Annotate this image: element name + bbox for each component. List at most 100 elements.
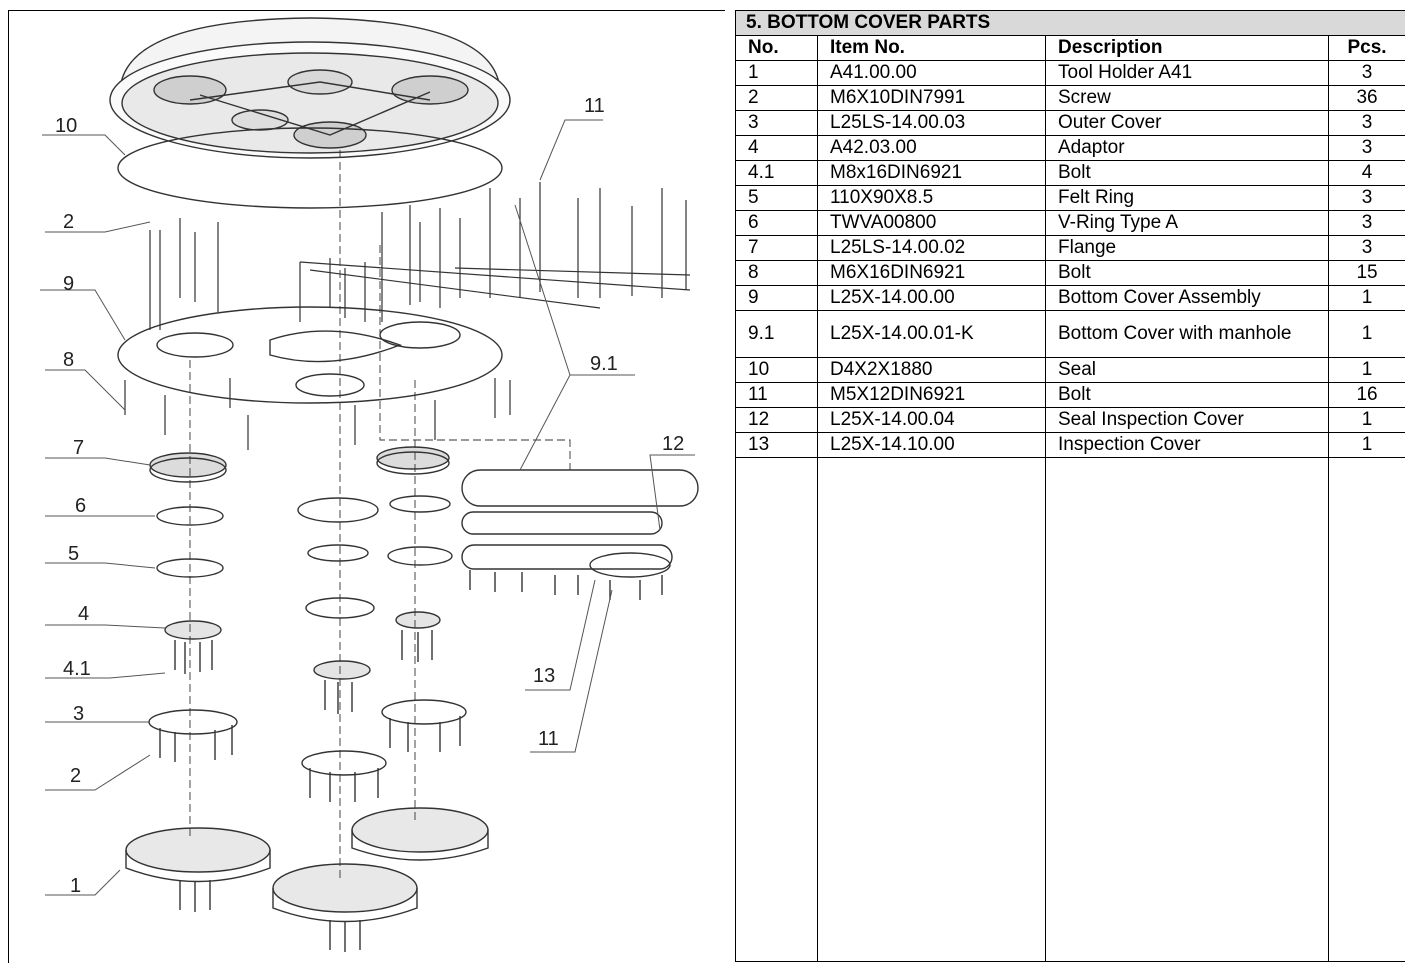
cell-item-no: A41.00.00 bbox=[818, 61, 1046, 86]
callout-3: 3 bbox=[73, 703, 84, 725]
empty-cell bbox=[1046, 458, 1329, 962]
callout-13: 13 bbox=[533, 665, 555, 687]
cell-pcs: 1 bbox=[1329, 433, 1405, 458]
table-row: 12 L25X-14.00.04 Seal Inspection Cover 1 bbox=[736, 408, 1405, 433]
callout-5: 5 bbox=[68, 543, 79, 565]
cell-pcs: 1 bbox=[1329, 358, 1405, 383]
header-description: Description bbox=[1046, 36, 1329, 61]
table-empty-row bbox=[736, 458, 1405, 962]
cell-pcs: 3 bbox=[1329, 236, 1405, 261]
right-stack bbox=[352, 447, 488, 860]
table-row: 11 M5X12DIN6921 Bolt 16 bbox=[736, 383, 1405, 408]
cell-no: 9.1 bbox=[736, 311, 818, 358]
cell-description: Seal Inspection Cover bbox=[1046, 408, 1329, 433]
table-row: 7 L25LS-14.00.02 Flange 3 bbox=[736, 236, 1405, 261]
cell-pcs: 16 bbox=[1329, 383, 1405, 408]
table-row: 8 M6X16DIN6921 Bolt 15 bbox=[736, 261, 1405, 286]
cell-description: Bolt bbox=[1046, 161, 1329, 186]
cell-description: Flange bbox=[1046, 236, 1329, 261]
cell-item-no: M8x16DIN6921 bbox=[818, 161, 1046, 186]
table-row: 2 M6X10DIN7991 Screw 36 bbox=[736, 86, 1405, 111]
cell-item-no: M6X16DIN6921 bbox=[818, 261, 1046, 286]
cell-item-no: D4X2X1880 bbox=[818, 358, 1046, 383]
cell-item-no: L25LS-14.00.02 bbox=[818, 236, 1046, 261]
callout-12: 12 bbox=[662, 433, 684, 455]
callout-1: 1 bbox=[70, 875, 81, 897]
cell-item-no: 110X90X8.5 bbox=[818, 186, 1046, 211]
callout-8: 8 bbox=[63, 349, 74, 371]
table-title: 5. BOTTOM COVER PARTS bbox=[736, 11, 1405, 36]
top-housing bbox=[110, 18, 510, 158]
callout-4-1: 4.1 bbox=[63, 658, 91, 680]
cell-no: 6 bbox=[736, 211, 818, 236]
callout-11-lower: 11 bbox=[538, 728, 559, 750]
cell-description: Bolt bbox=[1046, 383, 1329, 408]
left-stack bbox=[126, 453, 270, 912]
cell-no: 1 bbox=[736, 61, 818, 86]
empty-cell bbox=[736, 458, 818, 962]
cell-description: Outer Cover bbox=[1046, 111, 1329, 136]
callout-6: 6 bbox=[75, 495, 86, 517]
cell-pcs: 15 bbox=[1329, 261, 1405, 286]
center-lines bbox=[190, 150, 570, 880]
cell-description: Bottom Cover with manhole bbox=[1046, 311, 1329, 358]
header-pcs: Pcs. bbox=[1329, 36, 1405, 61]
cell-no: 7 bbox=[736, 236, 818, 261]
cell-pcs: 3 bbox=[1329, 111, 1405, 136]
cell-item-no: L25X-14.00.00 bbox=[818, 286, 1046, 311]
callout-2: 2 bbox=[63, 211, 74, 233]
cell-no: 10 bbox=[736, 358, 818, 383]
cell-item-no: M6X10DIN7991 bbox=[818, 86, 1046, 111]
callout-2-lower: 2 bbox=[70, 765, 81, 787]
leader-lines bbox=[40, 120, 695, 895]
cell-no: 3 bbox=[736, 111, 818, 136]
cell-description: V-Ring Type A bbox=[1046, 211, 1329, 236]
bottom-cover-plate bbox=[118, 307, 502, 403]
cell-pcs: 3 bbox=[1329, 211, 1405, 236]
cell-item-no: L25X-14.00.04 bbox=[818, 408, 1046, 433]
cell-no: 11 bbox=[736, 383, 818, 408]
cell-item-no: L25X-14.10.00 bbox=[818, 433, 1046, 458]
cell-pcs: 1 bbox=[1329, 311, 1405, 358]
cell-item-no: L25X-14.00.01-K bbox=[818, 311, 1046, 358]
empty-cell bbox=[818, 458, 1046, 962]
cell-description: Adaptor bbox=[1046, 136, 1329, 161]
cell-no: 4 bbox=[736, 136, 818, 161]
cell-pcs: 3 bbox=[1329, 186, 1405, 211]
cell-description: Screw bbox=[1046, 86, 1329, 111]
cell-no: 12 bbox=[736, 408, 818, 433]
callout-labels: 10 11 2 9 8 9.1 7 12 6 5 4 4.1 13 3 11 2… bbox=[55, 95, 684, 897]
table-row: 4.1 M8x16DIN6921 Bolt 4 bbox=[736, 161, 1405, 186]
table-row: 9 L25X-14.00.00 Bottom Cover Assembly 1 bbox=[736, 286, 1405, 311]
cell-item-no: M5X12DIN6921 bbox=[818, 383, 1046, 408]
bolt-array-plate bbox=[125, 378, 510, 450]
cell-no: 5 bbox=[736, 186, 818, 211]
cell-no: 2 bbox=[736, 86, 818, 111]
table-row: 10 D4X2X1880 Seal 1 bbox=[736, 358, 1405, 383]
cell-description: Tool Holder A41 bbox=[1046, 61, 1329, 86]
table-row: 6 TWVA00800 V-Ring Type A 3 bbox=[736, 211, 1405, 236]
cell-description: Inspection Cover bbox=[1046, 433, 1329, 458]
table-row: 9.1 L25X-14.00.01-K Bottom Cover with ma… bbox=[736, 311, 1405, 358]
exploded-assembly-diagram: 10 11 2 9 8 9.1 7 12 6 5 4 4.1 13 3 11 2… bbox=[0, 0, 730, 962]
table-row: 13 L25X-14.10.00 Inspection Cover 1 bbox=[736, 433, 1405, 458]
cell-pcs: 1 bbox=[1329, 408, 1405, 433]
callout-4: 4 bbox=[78, 603, 89, 625]
header-item-no: Item No. bbox=[818, 36, 1046, 61]
cell-no: 9 bbox=[736, 286, 818, 311]
cell-item-no: L25LS-14.00.03 bbox=[818, 111, 1046, 136]
table-row: 1 A41.00.00 Tool Holder A41 3 bbox=[736, 61, 1405, 86]
empty-cell bbox=[1329, 458, 1405, 962]
cell-pcs: 3 bbox=[1329, 136, 1405, 161]
callout-11: 11 bbox=[584, 95, 605, 117]
header-no: No. bbox=[736, 36, 818, 61]
callout-9: 9 bbox=[63, 273, 74, 295]
cell-description: Felt Ring bbox=[1046, 186, 1329, 211]
cell-item-no: TWVA00800 bbox=[818, 211, 1046, 236]
cell-pcs: 4 bbox=[1329, 161, 1405, 186]
middle-stack bbox=[273, 498, 417, 952]
callout-9-1: 9.1 bbox=[590, 353, 618, 375]
table-row: 5 110X90X8.5 Felt Ring 3 bbox=[736, 186, 1405, 211]
cell-pcs: 36 bbox=[1329, 86, 1405, 111]
cell-no: 8 bbox=[736, 261, 818, 286]
